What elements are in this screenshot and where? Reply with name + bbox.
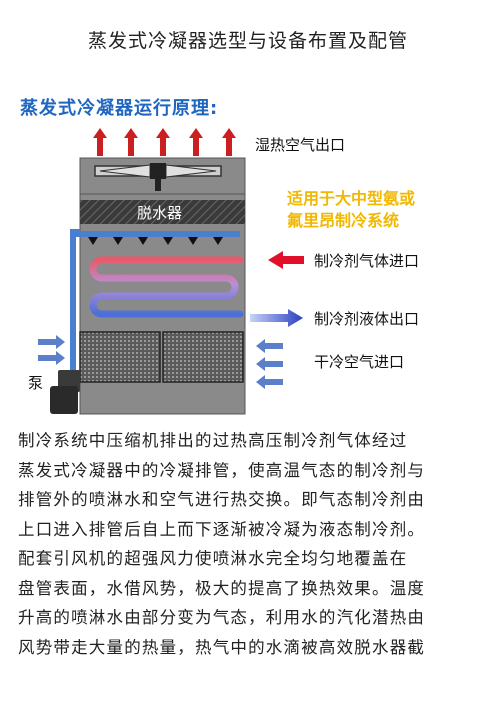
paragraph-line: 上口进入排管后自上而下逐渐被冷凝为液态制冷剂。 <box>18 519 426 539</box>
paragraph-line: 蒸发式冷凝器中的冷凝排管，使高温气态的制冷剂与 <box>18 460 426 480</box>
paragraph-line: 配套引风机的超强风力使喷淋水完全均匀地覆盖在 <box>18 549 408 568</box>
page-title: 蒸发式冷凝器选型与设备布置及配管 <box>87 30 408 52</box>
condensing-coil <box>89 256 244 318</box>
demister-label: 脱水器 <box>137 204 182 222</box>
condenser-diagram: 湿热空气出口 脱水器 泵 <box>28 128 419 415</box>
fan-icon <box>94 163 222 191</box>
pump-label: 泵 <box>28 374 43 392</box>
paragraph-line: 制冷系统中压缩机排出的过热高压制冷剂气体经过 <box>18 431 408 450</box>
air-inlet-arrows-left <box>38 335 65 365</box>
fill-media-right <box>162 331 244 383</box>
paragraph-line: 排管外的喷淋水和空气进行热交换。即气态制冷剂由 <box>18 490 426 509</box>
spray-header <box>70 231 240 237</box>
dry-air-inlet-label: 干冷空气进口 <box>314 353 404 371</box>
application-note-line2: 氟里昂制冷系统 <box>287 211 399 230</box>
application-note-line1: 适用于大中型氨或 <box>287 189 415 208</box>
liquid-outlet-arrow <box>250 309 303 327</box>
description-paragraph: 制冷系统中压缩机排出的过热高压制冷剂气体经过 蒸发式冷凝器中的冷凝排管，使高温气… <box>18 426 480 662</box>
fill-media-left <box>79 331 161 383</box>
gas-inlet-label: 制冷剂气体进口 <box>314 252 419 270</box>
spray-nozzles <box>88 237 223 245</box>
air-inlet-arrows-right <box>256 339 283 389</box>
hot-air-outlet-label: 湿热空气出口 <box>255 136 345 154</box>
water-riser-pipe <box>70 229 80 370</box>
exhaust-arrows <box>93 128 236 156</box>
liquid-outlet-label: 制冷剂液体出口 <box>314 310 419 328</box>
demister <box>80 200 245 224</box>
pump-icon <box>50 370 80 414</box>
paragraph-line: 风势带走大量的热量，热气中的水滴被高效脱水器截 <box>18 637 426 657</box>
paragraph-line: 升高的喷淋水由部分变为气态，利用水的汽化潜热由 <box>18 608 426 627</box>
gas-inlet-arrow <box>268 251 304 269</box>
paragraph-line: 盘管表面，水借风势，极大的提高了换热效果。温度 <box>18 578 426 598</box>
section-subtitle: 蒸发式冷凝器运行原理: <box>20 98 219 119</box>
